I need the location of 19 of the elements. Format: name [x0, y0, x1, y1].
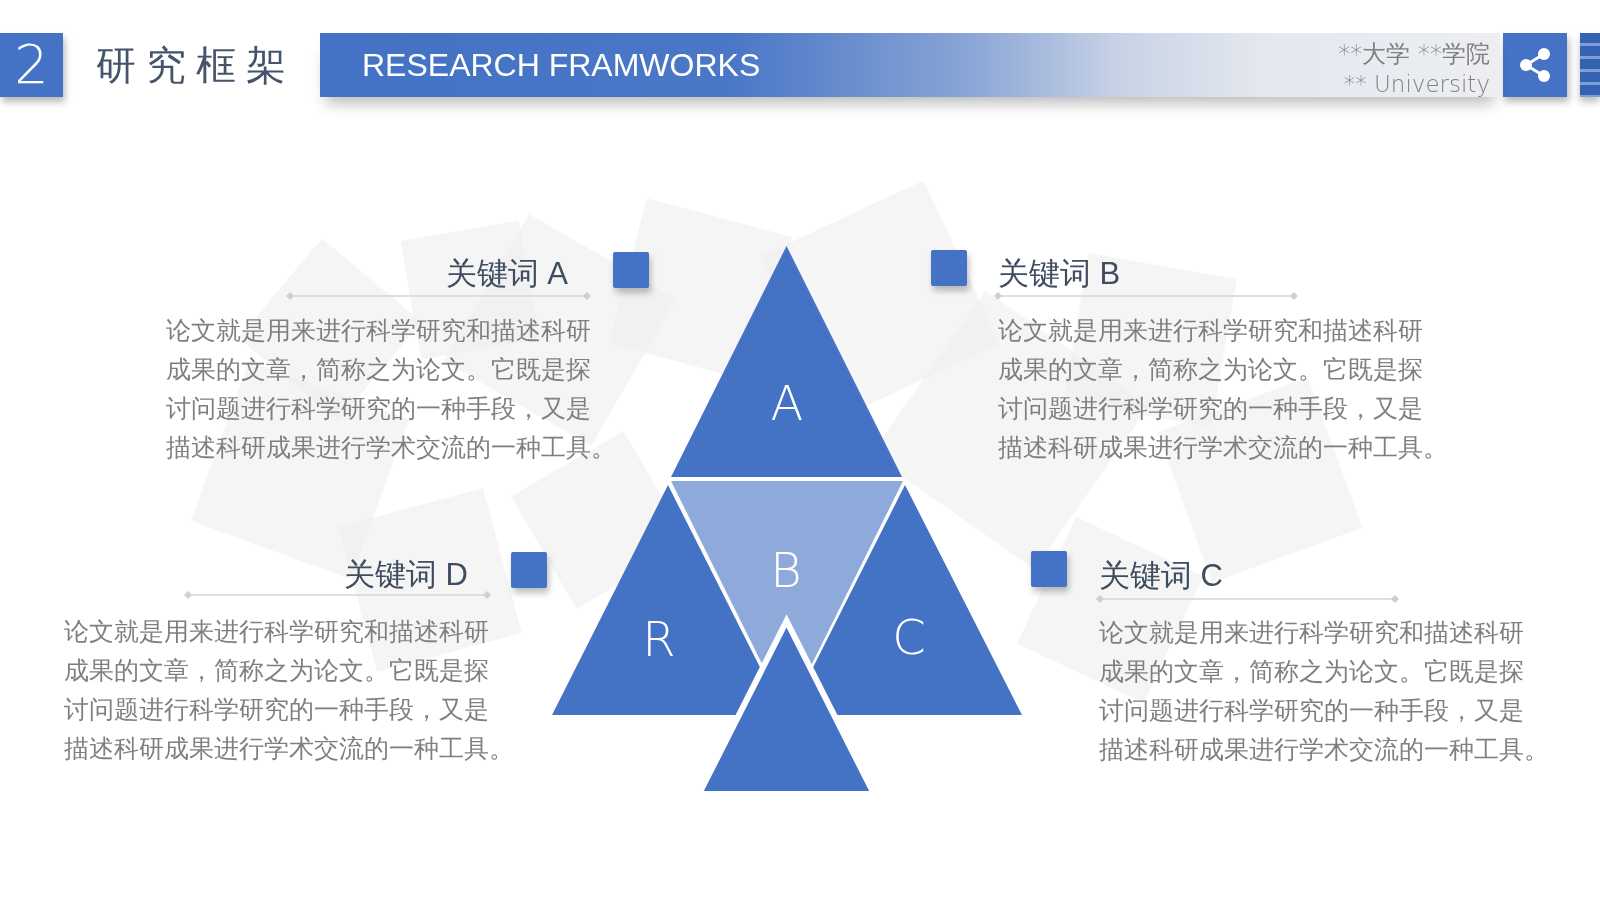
title-banner — [320, 33, 1500, 97]
keyword-description: 论文就是用来进行科学研究和描述科研成果的文章，简称之为论文。它既是探讨问题进行科学研究的一种手段，又是描述科研成果进行学术交流的一种工具。 — [1099, 617, 1537, 765]
university-name: **大学 **学院 — [1338, 40, 1490, 68]
keyword-description: 论文就是用来进行科学研究和描述科研成果的文章，简称之为论文。它既是探讨问题进行科学研究的一种手段，又是描述科研成果进行学术交流的一种工具。 — [998, 315, 1436, 463]
keyword-heading: 关键词 C — [1099, 558, 1223, 594]
university-name-en: ** University — [1343, 70, 1490, 98]
keyword-description: 论文就是用来进行科学研究和描述科研成果的文章，简称之为论文。它既是探讨问题进行科学研究的一种手段，又是描述科研成果进行学术交流的一种工具。 — [166, 315, 604, 463]
keyword-description: 论文就是用来进行科学研究和描述科研成果的文章，简称之为论文。它既是探讨问题进行科学研究的一种手段，又是描述科研成果进行学术交流的一种工具。 — [64, 616, 502, 764]
triangle-letter: A — [770, 379, 804, 427]
keyword-heading: 关键词 A — [445, 256, 568, 292]
triangle-letter: B — [770, 546, 802, 594]
keyword-heading: 关键词 D — [344, 557, 468, 593]
triangle-letter: R — [642, 615, 676, 663]
keyword-heading: 关键词 B — [998, 256, 1121, 292]
section-title: 研究框架 — [96, 42, 296, 89]
section-number: 2 — [14, 38, 49, 92]
triangle-letter: C — [892, 613, 926, 661]
banner-title: RESEARCH FRAMWORKS — [362, 47, 761, 83]
number-tile — [0, 33, 63, 97]
